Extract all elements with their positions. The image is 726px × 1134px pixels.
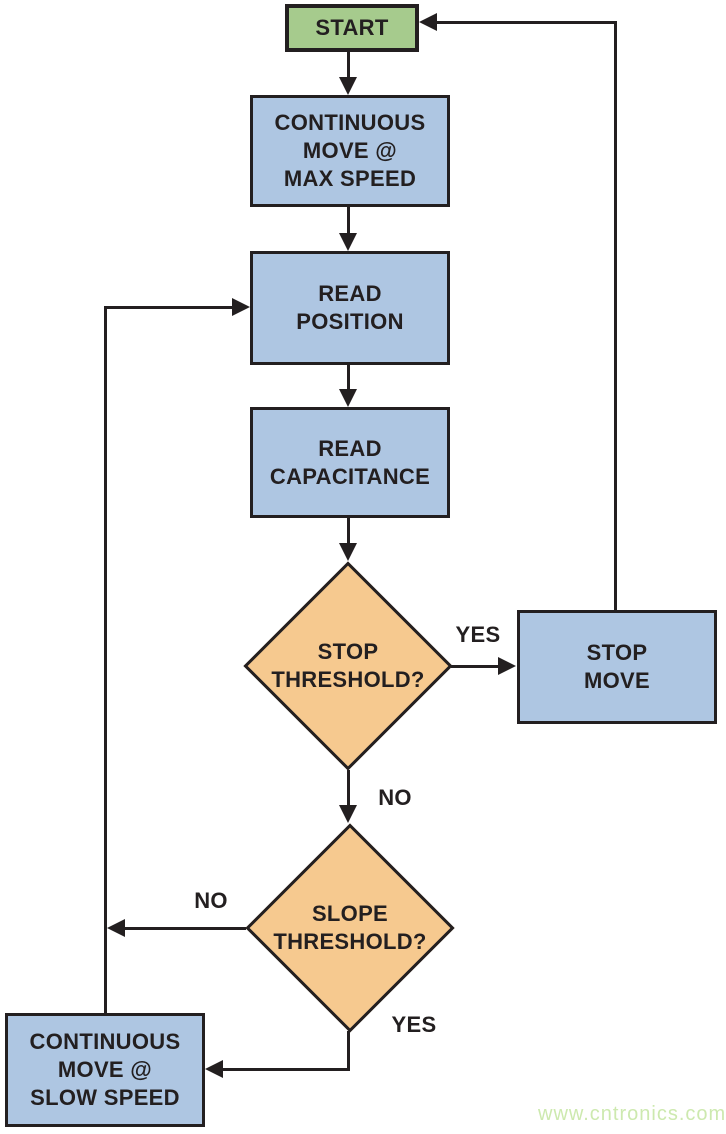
node-start: START	[285, 4, 419, 52]
node-read-capacitance: READ CAPACITANCE	[250, 407, 450, 518]
arrowhead-into-read-position-top	[339, 233, 357, 251]
node-continuous-move-max-speed-label: CONTINUOUS MOVE @ MAX SPEED	[274, 110, 426, 191]
connector-stop-no	[347, 770, 350, 808]
node-read-position-label: READ POSITION	[296, 281, 404, 334]
node-slope-threshold-label: SLOPE THRESHOLD?	[273, 901, 427, 954]
node-stop-move-label: STOP MOVE	[584, 640, 650, 693]
node-read-capacitance-label: READ CAPACITANCE	[269, 435, 431, 489]
arrowhead-into-read-capacitance	[339, 389, 357, 407]
arrowhead-into-start	[419, 13, 437, 31]
edge-label-slope-yes: YES	[391, 1012, 437, 1037]
edge-label-stop-yes: YES	[455, 622, 501, 647]
arrowhead-into-slow-speed	[205, 1060, 223, 1078]
connector-right-loop-vertical	[614, 21, 617, 610]
node-read-position: READ POSITION	[250, 251, 450, 365]
node-continuous-move-max-speed: CONTINUOUS MOVE @ MAX SPEED	[250, 95, 450, 207]
arrowhead-into-stop-move	[498, 657, 516, 675]
node-continuous-move-slow-speed-label: CONTINUOUS MOVE @ SLOW SPEED	[29, 1029, 181, 1110]
arrowhead-into-slope-threshold	[339, 805, 357, 823]
node-stop-threshold-label: STOP THRESHOLD?	[271, 639, 425, 692]
connector-right-loop-horizontal	[435, 21, 617, 24]
connector-slope-yes-horizontal	[221, 1068, 350, 1071]
connector-slope-no	[123, 927, 246, 930]
node-continuous-move-slow-speed: CONTINUOUS MOVE @ SLOW SPEED	[5, 1013, 205, 1127]
connector-left-loop-horizontal	[104, 306, 234, 309]
connector-stop-yes	[451, 665, 500, 668]
connector-read-position-to-capacitance	[347, 365, 350, 392]
arrowhead-slope-no-junction	[107, 919, 125, 937]
arrowhead-into-stop-threshold	[339, 543, 357, 561]
node-stop-move: STOP MOVE	[517, 610, 717, 724]
node-start-label: START	[315, 15, 389, 40]
connector-start-to-max	[347, 52, 350, 80]
arrowhead-into-read-position-left	[232, 298, 250, 316]
connector-left-loop-vertical	[104, 306, 107, 1013]
edge-label-slope-no: NO	[194, 888, 228, 913]
connector-capacitance-to-stop-threshold	[347, 518, 350, 546]
watermark: www.cntronics.com	[538, 1103, 726, 1125]
arrowhead-into-max-speed	[339, 77, 357, 95]
connector-slope-yes-vertical	[347, 1031, 350, 1071]
connector-max-to-read-position	[347, 207, 350, 236]
edge-label-stop-no: NO	[378, 785, 412, 810]
